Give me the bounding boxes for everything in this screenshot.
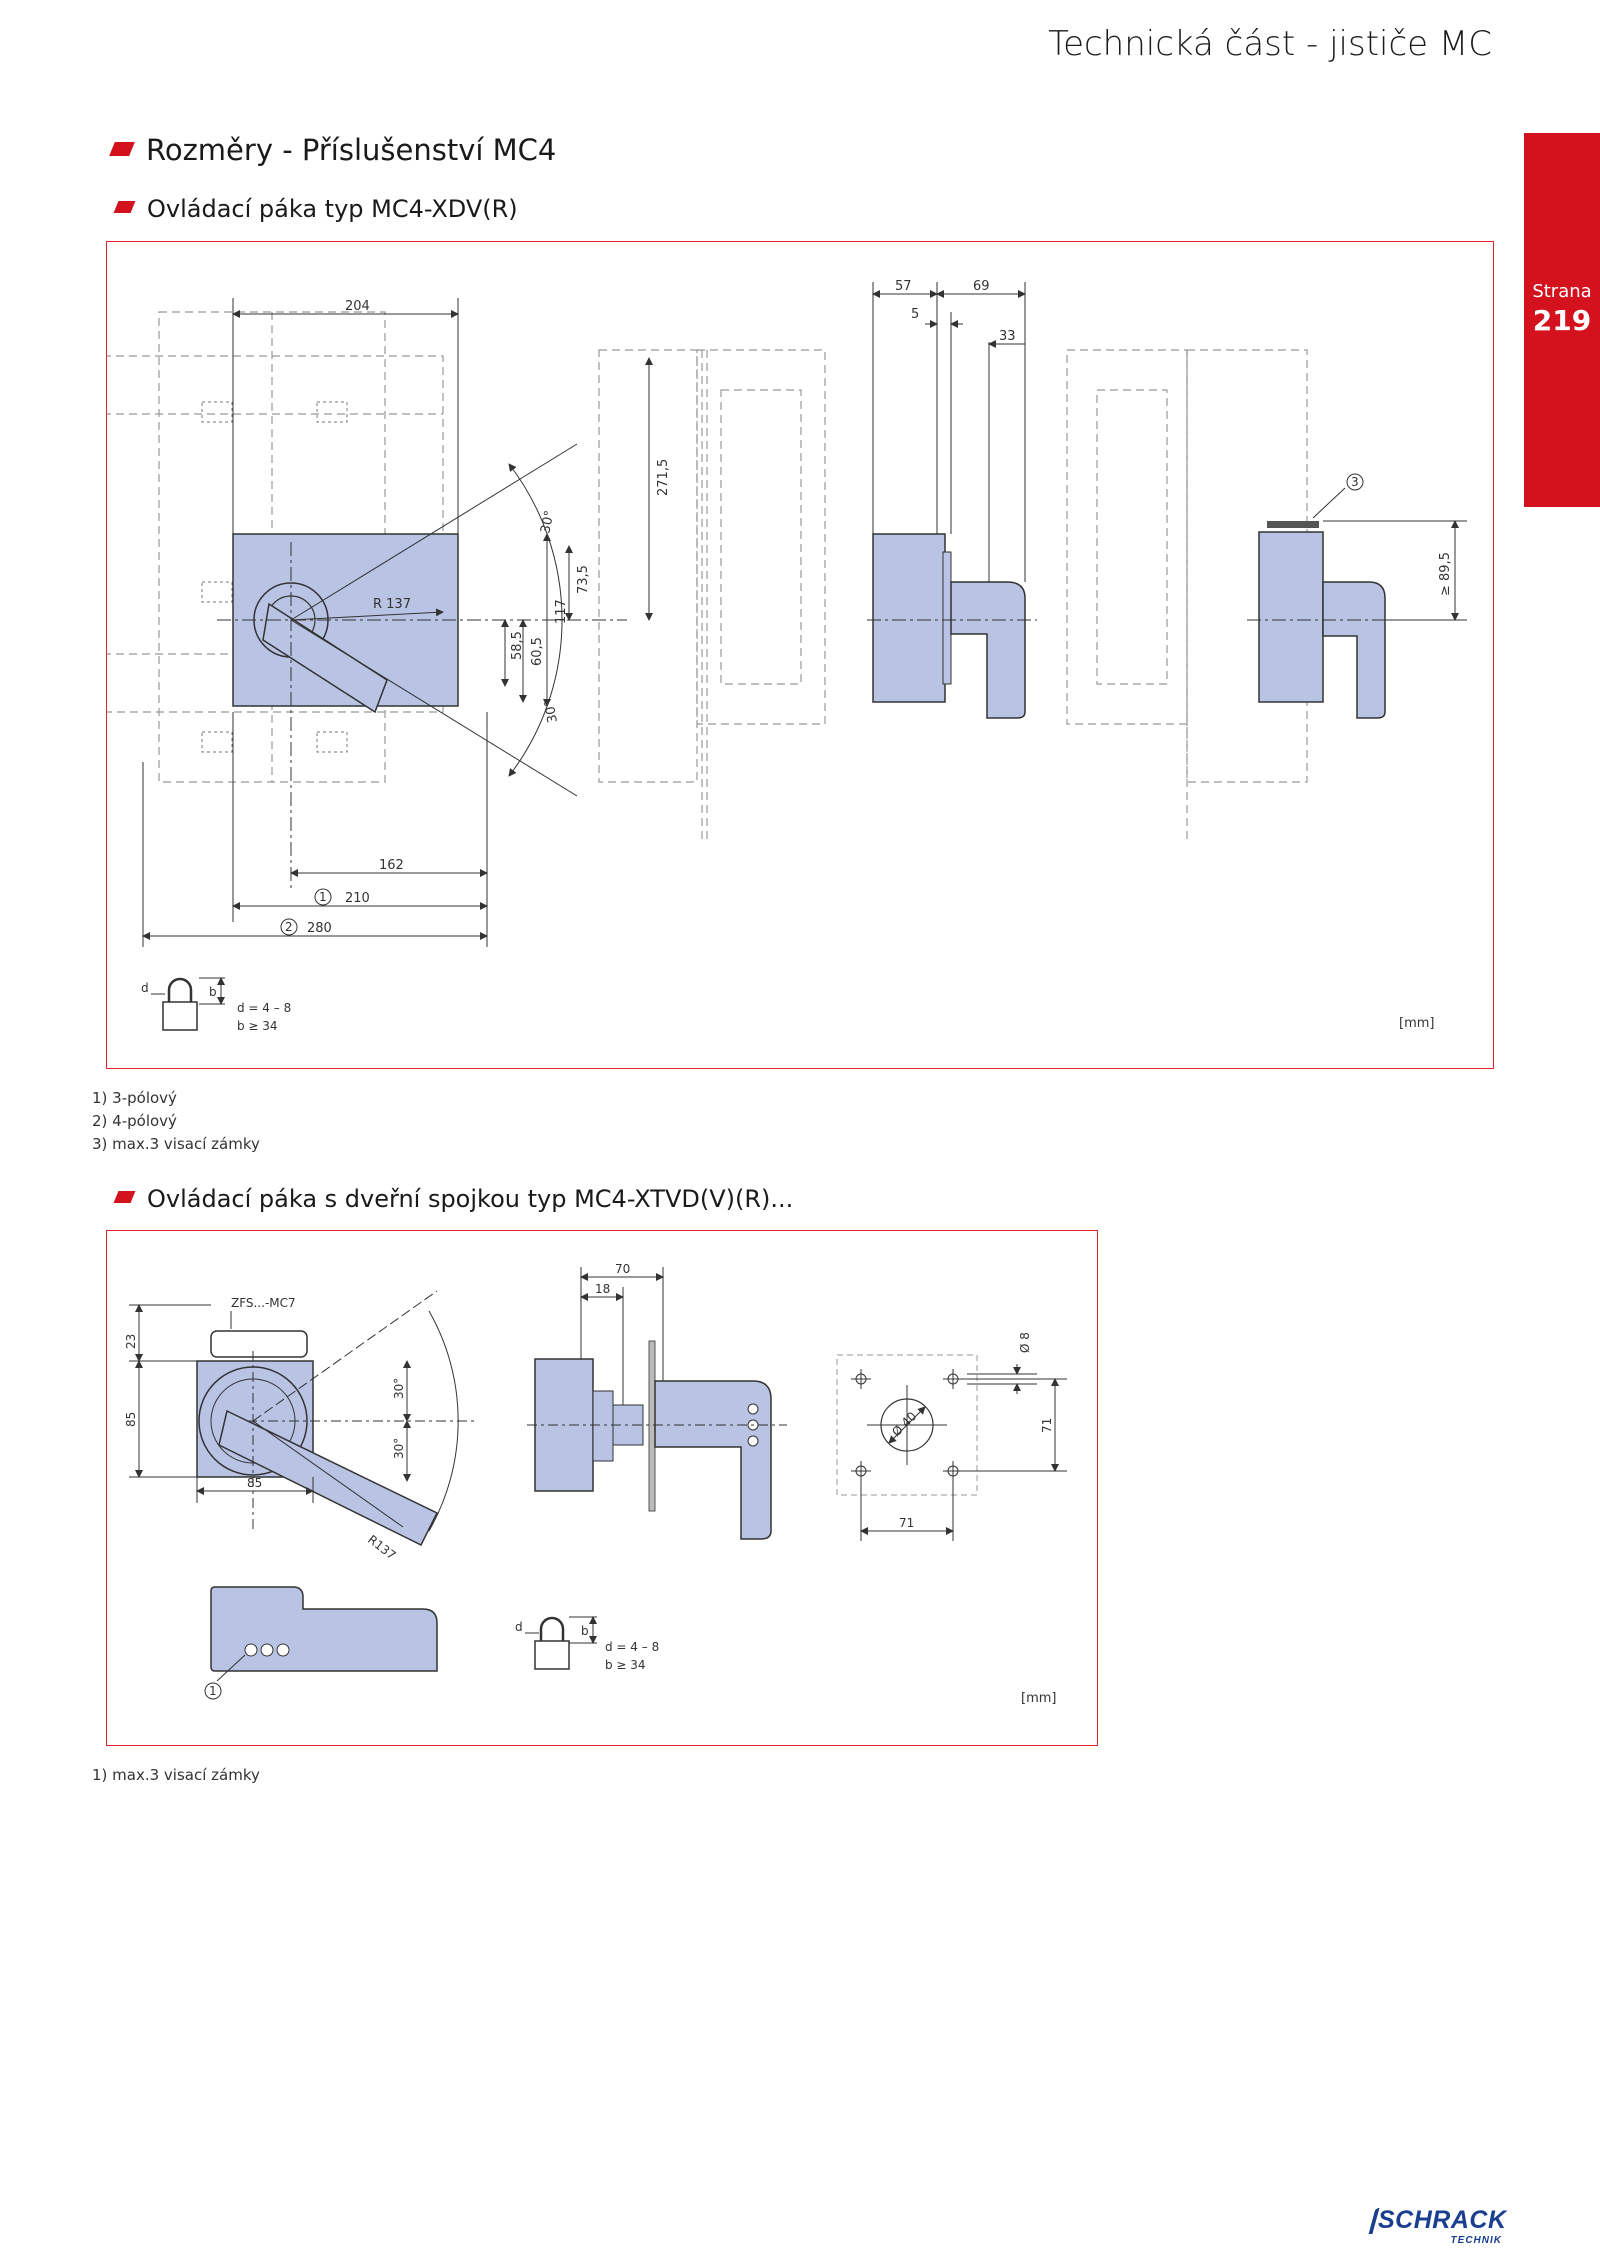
callout-3: 3 bbox=[1351, 475, 1359, 489]
dim-71-horizontal: 71 bbox=[899, 1516, 914, 1530]
bullet-icon bbox=[113, 201, 136, 213]
dim-zfs: ZFS...-MC7 bbox=[231, 1296, 296, 1310]
dim-60-5: 60,5 bbox=[530, 637, 545, 666]
note-line: 2) 4-pólový bbox=[92, 1112, 177, 1130]
schrack-logo: SCHRACK TECHNIK bbox=[1368, 2206, 1506, 2246]
page-header-title: Technická část - jističe MC bbox=[1048, 24, 1492, 64]
callout-1: 1 bbox=[319, 890, 327, 904]
logo-subtext: TECHNIK bbox=[1450, 2235, 1502, 2246]
lock-b-label: b bbox=[209, 985, 217, 999]
dim-18: 18 bbox=[595, 1282, 610, 1296]
dim-85-horizontal: 85 bbox=[247, 1476, 262, 1490]
dim-33: 33 bbox=[999, 329, 1016, 344]
dim-r137: R 137 bbox=[373, 597, 411, 612]
figure2-title: Ovládací páka s dveřní spojkou typ MC4-X… bbox=[113, 1185, 794, 1213]
dim-162: 162 bbox=[379, 858, 404, 873]
mc4-xdv-side-view-2 bbox=[1258, 531, 1324, 703]
lock-b-range: b ≥ 34 bbox=[237, 1019, 278, 1033]
figure2-drawing: ZFS...-MC7 23 85 85 30° 30° R137 70 18 bbox=[124, 1262, 1067, 1700]
lock-b-label: b bbox=[581, 1624, 589, 1638]
dim-angle-30b: 30° bbox=[392, 1438, 406, 1459]
figure1-title: Ovládací páka typ MC4-XDV(R) bbox=[113, 195, 518, 223]
figure1-notes: 1) 3-pólový 2) 4-pólový 3) max.3 visací … bbox=[92, 1087, 260, 1156]
logo-text: SCHRACK bbox=[1378, 2206, 1507, 2234]
dim-271-5: 271,5 bbox=[656, 459, 671, 496]
figure1-title-text: Ovládací páka typ MC4-XDV(R) bbox=[147, 195, 518, 223]
dim-diameter-40: Ø 40 bbox=[889, 1409, 919, 1439]
section-title-text: Rozměry - Příslušenství MC4 bbox=[146, 133, 557, 167]
dim-85-vertical: 85 bbox=[124, 1412, 138, 1427]
figure2-title-text: Ovládací páka s dveřní spojkou typ MC4-X… bbox=[147, 1185, 794, 1213]
padlock-icon bbox=[151, 977, 225, 1031]
lock-b-range: b ≥ 34 bbox=[605, 1658, 646, 1672]
dim-5: 5 bbox=[911, 307, 919, 322]
mc4-xdv-side-view-1 bbox=[872, 533, 946, 703]
note-line: 3) max.3 visací zámky bbox=[92, 1135, 260, 1153]
dim-71-vertical: 71 bbox=[1040, 1418, 1054, 1433]
handle-detail bbox=[210, 1586, 438, 1672]
dim-r137: R137 bbox=[365, 1532, 398, 1562]
callout-1: 1 bbox=[209, 1684, 217, 1698]
dim-210: 210 bbox=[345, 891, 370, 906]
dim-73-5: 73,5 bbox=[576, 565, 591, 594]
page-side-tab: Strana 219 bbox=[1524, 133, 1600, 507]
figure2-frame: ZFS...-MC7 23 85 85 30° 30° R137 70 18 bbox=[106, 1230, 1098, 1746]
section-title: Rozměry - Příslušenství MC4 bbox=[109, 133, 557, 167]
dim-diameter-8: Ø 8 bbox=[1018, 1332, 1032, 1353]
dim-57: 57 bbox=[895, 279, 912, 294]
bullet-icon bbox=[109, 142, 135, 156]
figure1-unit: [mm] bbox=[1399, 1016, 1435, 1031]
lock-d-range: d = 4 – 8 bbox=[237, 1001, 291, 1015]
dim-angle-30a: 30° bbox=[392, 1378, 406, 1399]
dim-69: 69 bbox=[973, 279, 990, 294]
dim-58-5: 58,5 bbox=[510, 631, 525, 660]
note-line: 1) max.3 visací zámky bbox=[92, 1766, 260, 1784]
dim-70: 70 bbox=[615, 1262, 630, 1276]
callout-2: 2 bbox=[285, 920, 293, 934]
dim-280: 280 bbox=[307, 921, 332, 936]
figure2-unit: [mm] bbox=[1021, 1691, 1057, 1706]
note-line: 1) 3-pólový bbox=[92, 1089, 177, 1107]
page-label: Strana bbox=[1532, 281, 1592, 302]
lock-d-range: d = 4 – 8 bbox=[605, 1640, 659, 1654]
door-cutout-view bbox=[836, 1354, 978, 1496]
padlock-icon bbox=[525, 1616, 597, 1670]
lock-d-label: d bbox=[515, 1620, 523, 1634]
bullet-icon bbox=[113, 1191, 136, 1203]
dim-23: 23 bbox=[124, 1334, 138, 1349]
dim-204: 204 bbox=[345, 299, 370, 314]
figure1-frame: R 137 30° 30° 204 271,5 73,5 117 60,5 58… bbox=[106, 241, 1494, 1069]
dim-angle-30a: 30° bbox=[538, 509, 557, 535]
dim-89-5: ≥ 89,5 bbox=[1438, 552, 1453, 596]
figure2-notes: 1) max.3 visací zámky bbox=[92, 1764, 260, 1787]
figure1-drawing: R 137 30° 30° 204 271,5 73,5 117 60,5 58… bbox=[107, 279, 1467, 1033]
dim-angle-30b: 30° bbox=[542, 699, 561, 724]
page-number: 219 bbox=[1532, 304, 1592, 337]
dim-117: 117 bbox=[554, 599, 569, 624]
lock-d-label: d bbox=[141, 981, 149, 995]
